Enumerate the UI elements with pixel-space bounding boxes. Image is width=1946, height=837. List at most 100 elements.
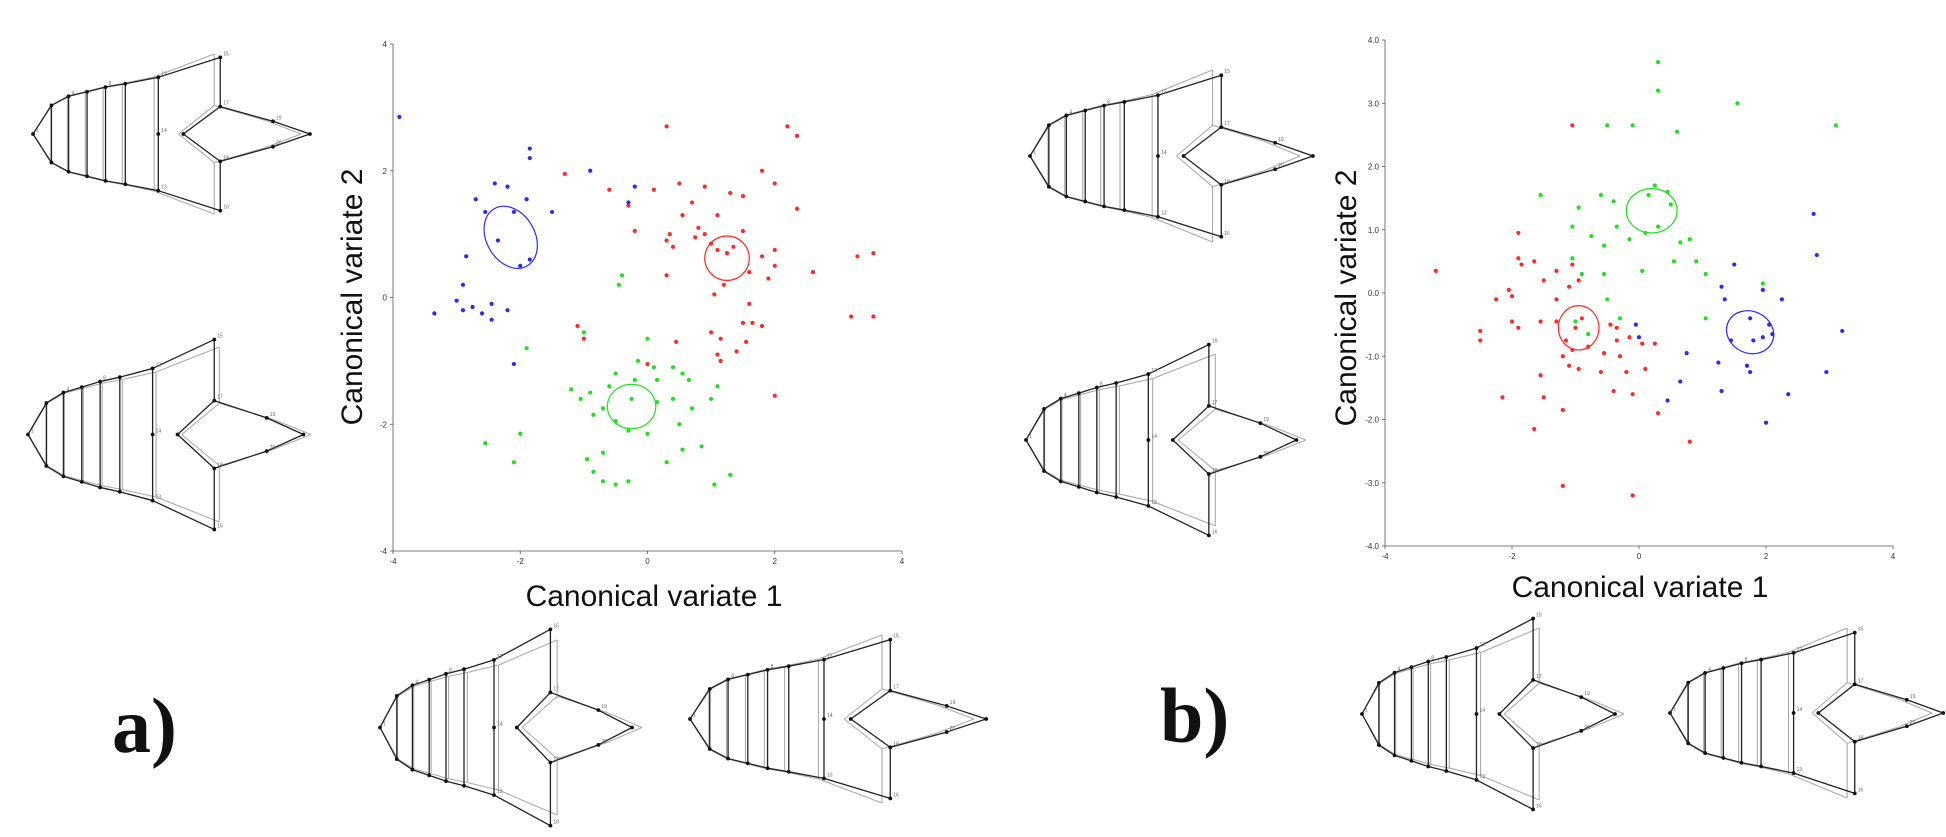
deformation-edge xyxy=(266,417,304,436)
landmark-point xyxy=(1219,73,1224,78)
point-green-a xyxy=(651,365,656,370)
point-red-a xyxy=(810,270,816,275)
landmark-point xyxy=(848,717,853,721)
landmark-point xyxy=(410,683,415,688)
landmark-label: 16 xyxy=(1212,529,1218,535)
point-blue-a xyxy=(489,301,494,306)
landmark-point xyxy=(66,169,71,174)
deformation-edge xyxy=(709,678,729,690)
landmark-point xyxy=(1426,764,1431,769)
deformation-edge xyxy=(946,718,987,733)
deformation-edge xyxy=(516,691,551,728)
consensus-edge xyxy=(521,727,558,760)
y-axis-title-a: Canonical variate 2 xyxy=(336,169,369,426)
consensus-edge xyxy=(397,758,414,770)
point-green-a xyxy=(645,431,650,436)
landmark-point xyxy=(745,672,750,677)
landmark-point xyxy=(1852,791,1857,796)
deformation-edge xyxy=(1183,155,1222,186)
consensus-edge xyxy=(273,433,312,451)
deformation-edge xyxy=(1669,712,1689,744)
point-red-a xyxy=(702,184,707,189)
landmark-label: 1 xyxy=(383,722,386,728)
landmark-label: 13 xyxy=(1151,500,1157,506)
point-blue-b xyxy=(1779,297,1784,302)
landmark-label: 13 xyxy=(156,495,162,501)
point-red-b xyxy=(1478,338,1483,343)
landmark-point xyxy=(1156,154,1160,158)
point-green-a xyxy=(511,460,516,465)
deformation-edge xyxy=(1060,392,1079,400)
point-red-b xyxy=(1519,262,1524,267)
point-green-b xyxy=(1579,271,1584,277)
point-green-a xyxy=(715,384,720,389)
landmark-label: 15 xyxy=(553,623,559,629)
point-green-b xyxy=(1570,256,1575,261)
landmark-point xyxy=(1739,661,1744,666)
landmark-point xyxy=(156,132,161,136)
landmark-label: 16 xyxy=(1224,231,1230,237)
landmark-point xyxy=(1721,666,1726,670)
point-red-a xyxy=(731,244,736,249)
landmark-point xyxy=(1759,657,1763,662)
point-green-b xyxy=(1675,129,1680,134)
point-red-a xyxy=(715,247,720,253)
landmark-label: 8 xyxy=(1431,655,1434,661)
point-blue-a xyxy=(479,311,485,316)
deformation-edge xyxy=(850,718,891,748)
landmark-point xyxy=(492,793,496,797)
landmark-point xyxy=(1791,771,1796,775)
consensus-edge xyxy=(1177,408,1216,441)
landmark-point xyxy=(1531,678,1535,682)
landmark-point xyxy=(1531,616,1535,621)
deformation-edge xyxy=(1532,679,1582,698)
landmark-point xyxy=(1146,372,1151,376)
consensus-edge xyxy=(64,387,84,394)
panel-label-b: b) xyxy=(1160,672,1229,759)
point-red-b xyxy=(1509,294,1515,299)
point-red-b xyxy=(1563,338,1569,343)
landmark-label: 17 xyxy=(1536,674,1542,680)
point-red-a xyxy=(747,270,752,275)
point-blue-b xyxy=(1732,262,1737,267)
consensus-edge xyxy=(1480,627,1540,654)
landmark-label: 1 xyxy=(1673,707,1676,713)
point-red-b xyxy=(1640,341,1645,346)
deformation-edge xyxy=(1048,114,1067,126)
x-tick-label-a: 2 xyxy=(773,557,778,566)
deformation-edge xyxy=(396,758,413,771)
landmark-label: 17 xyxy=(1224,121,1230,127)
landmark-label: 15 xyxy=(1224,69,1230,75)
point-red-a xyxy=(772,263,777,268)
deformation-edge xyxy=(182,106,221,135)
deformation-edge xyxy=(1723,757,1742,764)
deformation-edge xyxy=(1029,155,1050,188)
consensus-edge xyxy=(498,789,558,816)
point-green-a xyxy=(613,418,618,424)
landmark-point xyxy=(1579,728,1584,733)
point-red-b xyxy=(1567,284,1572,289)
landmark-label: 17 xyxy=(553,686,559,692)
landmark-label: 8 xyxy=(1100,381,1103,387)
landmark-label: 19 xyxy=(950,700,956,706)
consensus-edge xyxy=(935,704,975,720)
landmark-label: 15 xyxy=(217,334,223,340)
point-green-a xyxy=(600,406,606,411)
point-red-a xyxy=(871,314,876,319)
point-red-a xyxy=(759,254,765,259)
consensus-edge xyxy=(1449,652,1481,661)
landmark-point xyxy=(1046,184,1051,189)
landmark-point xyxy=(98,379,103,384)
point-red-a xyxy=(724,251,730,256)
consensus-edge xyxy=(265,133,302,149)
consensus-edge xyxy=(1503,713,1540,746)
landmark-point xyxy=(150,498,155,503)
point-red-b xyxy=(1516,230,1521,236)
point-red-a xyxy=(581,336,586,341)
point-blue-a xyxy=(588,168,593,173)
point-green-a xyxy=(635,358,641,363)
point-red-b xyxy=(1601,350,1607,356)
deformation-edge xyxy=(1498,679,1534,715)
consensus-edge xyxy=(1044,398,1063,410)
deformation-edge xyxy=(51,95,69,107)
